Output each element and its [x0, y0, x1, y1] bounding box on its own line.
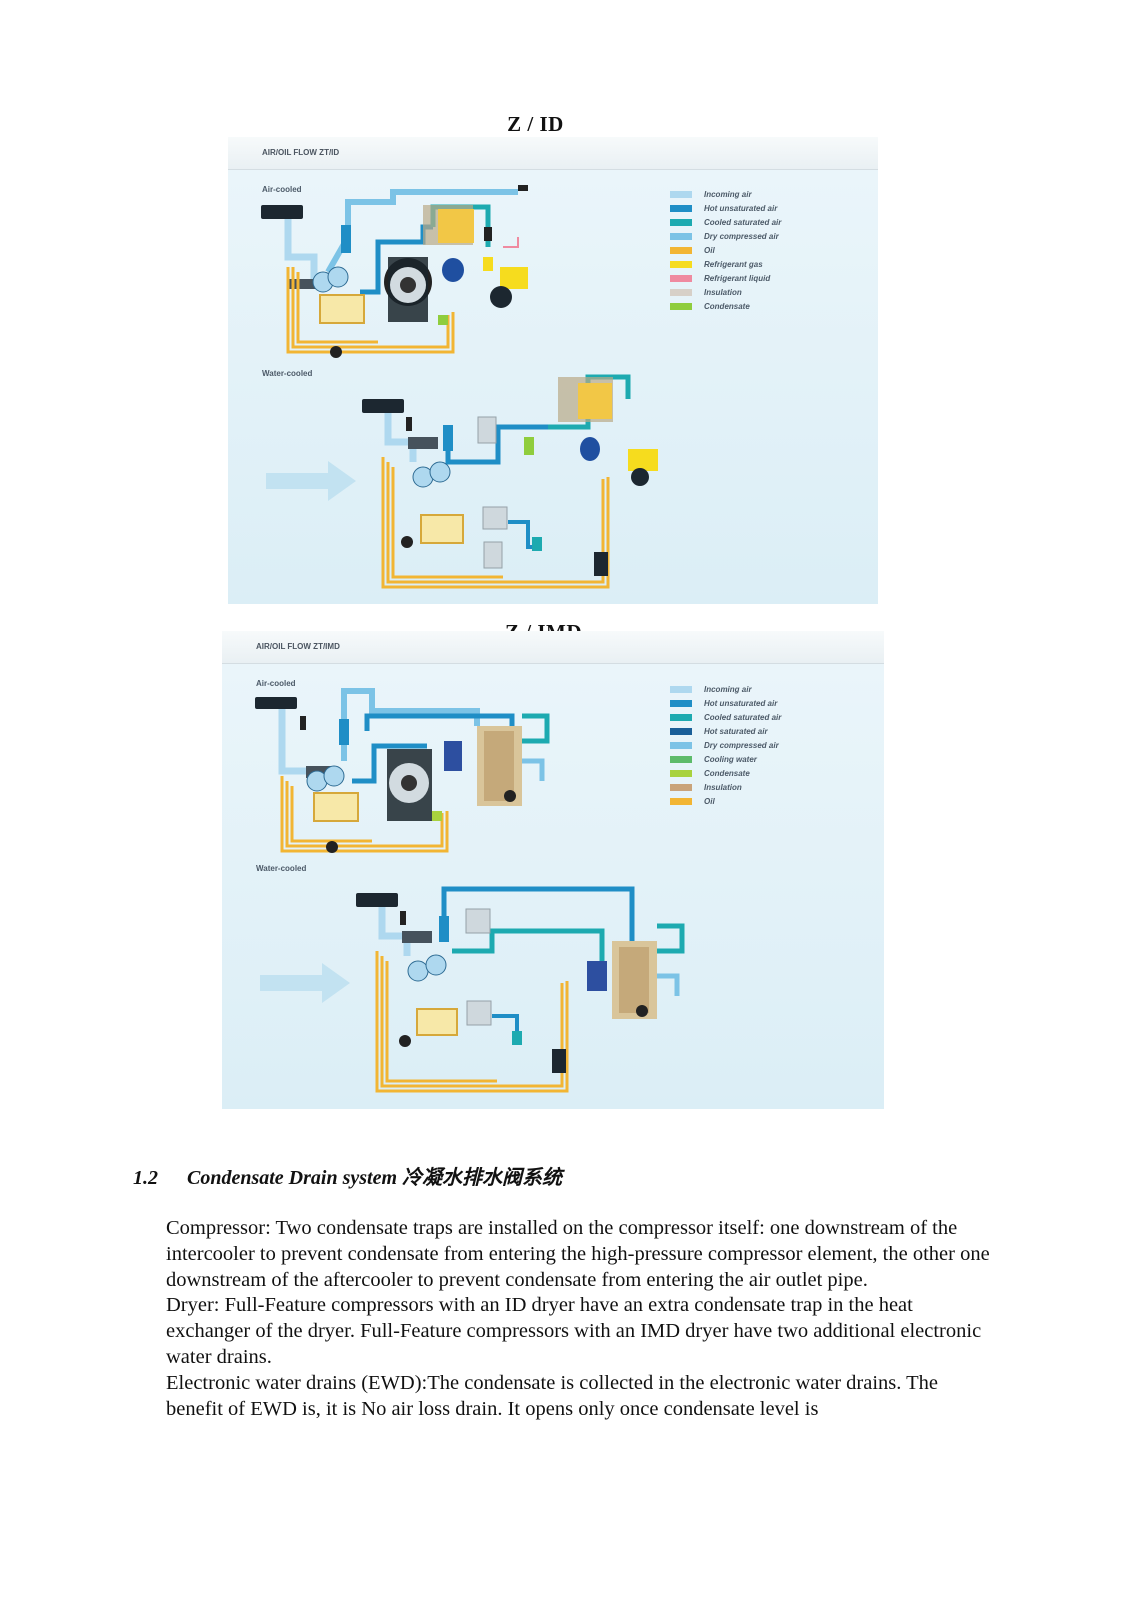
legend-swatch [670, 685, 692, 693]
flow-schematic [261, 185, 658, 589]
legend-label: Insulation [704, 287, 742, 297]
legend-item: Insulation [670, 780, 781, 794]
legend-item: Cooled saturated air [670, 710, 781, 724]
figure-title-zid: Z / ID [507, 112, 564, 136]
legend-item: Oil [670, 243, 781, 257]
legend-label: Refrigerant gas [704, 259, 763, 269]
section-title: Condensate Drain system 冷凝水排水阀系统 [187, 1167, 563, 1189]
water-cooled-unit [362, 374, 658, 589]
legend-label: Cooled saturated air [704, 712, 782, 722]
legend-item: Hot unsaturated air [670, 201, 781, 215]
legend-swatch [670, 783, 692, 791]
paragraph-dryer: Dryer: Full-Feature compressors with an … [166, 1294, 982, 1368]
panel-header: AIR/OIL FLOW ZT/IMD [222, 631, 884, 664]
legend-item: Oil [670, 794, 781, 808]
legend-label: Condensate [704, 768, 750, 778]
legend-swatch [670, 204, 692, 212]
label-water-cooled: Water-cooled [256, 864, 307, 873]
air-cooled-unit [255, 688, 550, 853]
legend-swatch [670, 190, 692, 198]
legend-swatch [670, 797, 692, 805]
flow-diagram-zt-imd: AIR/OIL FLOW ZT/IMD [222, 631, 884, 1109]
legend-item: Refrigerant liquid [670, 271, 781, 285]
legend-swatch [670, 727, 692, 735]
legend-item: Condensate [670, 766, 781, 780]
legend-item: Refrigerant gas [670, 257, 781, 271]
legend-swatch [670, 713, 692, 721]
flow-schematic [255, 688, 685, 1093]
legend-swatch [670, 769, 692, 777]
legend-swatch [670, 260, 692, 268]
label-air-cooled: Air-cooled [256, 679, 296, 688]
air-cooled-unit [261, 185, 528, 358]
legend-item: Dry compressed air [670, 738, 781, 752]
legend-item: Hot saturated air [670, 724, 781, 738]
legend-swatch [670, 755, 692, 763]
legend-swatch [670, 218, 692, 226]
legend-item: Incoming air [670, 682, 781, 696]
flow-diagram-zt-id: AIR/OIL FLOW ZT/ID [228, 137, 878, 604]
legend-label: Oil [704, 796, 715, 806]
legend-item: Hot unsaturated air [670, 696, 781, 710]
legend-item: Cooling water [670, 752, 781, 766]
paragraph-ewd: Electronic water drains (EWD):The conden… [166, 1371, 939, 1420]
legend-label: Incoming air [704, 189, 752, 199]
legend-swatch [670, 699, 692, 707]
legend-label: Refrigerant liquid [704, 273, 771, 283]
legend-label: Dry compressed air [704, 740, 779, 750]
legend-item: Dry compressed air [670, 229, 781, 243]
legend-swatch [670, 274, 692, 282]
legend-swatch [670, 302, 692, 310]
panel-header: AIR/OIL FLOW ZT/ID [228, 137, 878, 170]
body-text: Compressor: Two condensate traps are ins… [166, 1216, 996, 1422]
legend-label: Cooling water [704, 754, 757, 764]
legend-label: Dry compressed air [704, 231, 779, 241]
legend-label: Cooled saturated air [704, 217, 782, 227]
legend-item: Condensate [670, 299, 781, 313]
section-heading: 1.2 Condensate Drain system 冷凝水排水阀系统 [133, 1161, 562, 1190]
section-number: 1.2 [133, 1167, 158, 1189]
legend-item: Insulation [670, 285, 781, 299]
legend-label: Hot saturated air [704, 726, 768, 736]
legend-item: Cooled saturated air [670, 215, 781, 229]
legend-label: Condensate [704, 301, 750, 311]
legend-label: Incoming air [704, 684, 752, 694]
legend-swatch [670, 246, 692, 254]
legend-swatch [670, 232, 692, 240]
label-air-cooled: Air-cooled [262, 185, 302, 194]
legend-swatch [670, 288, 692, 296]
legend-label: Hot unsaturated air [704, 203, 778, 213]
label-water-cooled: Water-cooled [262, 369, 313, 378]
water-cooled-unit [356, 886, 685, 1093]
legend-label: Hot unsaturated air [704, 698, 778, 708]
legend-swatch [670, 741, 692, 749]
legend-label: Insulation [704, 782, 742, 792]
legend-item: Incoming air [670, 187, 781, 201]
legend-label: Oil [704, 245, 715, 255]
paragraph-compressor: Compressor: Two condensate traps are ins… [166, 1217, 990, 1291]
